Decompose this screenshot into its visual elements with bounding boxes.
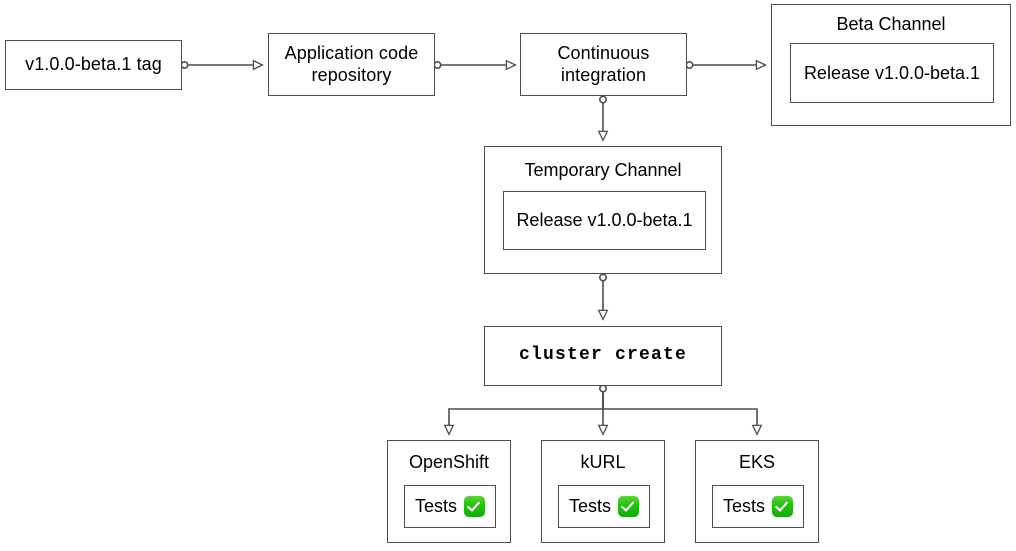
node-beta-channel-release-label: Release v1.0.0-beta.1 <box>803 62 981 83</box>
edge-ci-to-beta-channel <box>685 62 765 68</box>
node-eks-title: EKS <box>738 452 776 472</box>
node-eks-tests-label: Tests <box>722 496 765 516</box>
node-openshift-tests[interactable]: Tests <box>404 485 496 528</box>
node-temporary-channel-title: Temporary Channel <box>524 160 682 180</box>
check-mark-button-icon <box>772 496 793 517</box>
node-kurl[interactable]: kURL Tests <box>541 440 665 543</box>
node-kurl-tests-label: Tests <box>568 496 611 516</box>
eks-tests-row: Tests <box>723 496 793 517</box>
node-application-code-repository-label: Application code repository <box>284 43 419 85</box>
check-mark-button-icon <box>618 496 639 517</box>
node-openshift-tests-label: Tests <box>414 496 457 516</box>
node-eks[interactable]: EKS Tests <box>695 440 819 543</box>
check-mark-button-icon <box>464 496 485 517</box>
edge-cluster-create-to-openshift <box>449 384 607 434</box>
node-continuous-integration-label: Continuous integration <box>557 43 650 85</box>
kurl-tests-row: Tests <box>569 496 639 517</box>
edge-temporary-channel-to-cluster-create <box>600 273 606 319</box>
edge-cluster-create-to-eks <box>602 392 757 434</box>
edge-repo-to-ci <box>433 62 515 68</box>
node-openshift[interactable]: OpenShift Tests <box>387 440 511 543</box>
edge-ci-to-temporary-channel <box>600 95 606 140</box>
node-tag[interactable]: v1.0.0-beta.1 tag <box>5 40 182 90</box>
node-continuous-integration[interactable]: Continuous integration <box>520 33 687 96</box>
node-kurl-title: kURL <box>580 452 626 472</box>
node-beta-channel-title: Beta Channel <box>836 14 946 34</box>
openshift-tests-row: Tests <box>415 496 485 517</box>
node-beta-channel-release[interactable]: Release v1.0.0-beta.1 <box>790 43 994 103</box>
node-beta-channel[interactable]: Beta Channel Release v1.0.0-beta.1 <box>771 4 1011 126</box>
node-temporary-channel[interactable]: Temporary Channel Release v1.0.0-beta.1 <box>484 146 722 274</box>
node-application-code-repository[interactable]: Application code repository <box>268 33 435 96</box>
node-tag-label: v1.0.0-beta.1 tag <box>25 54 162 75</box>
node-openshift-title: OpenShift <box>408 452 490 472</box>
node-eks-tests[interactable]: Tests <box>712 485 804 528</box>
node-cluster-create[interactable]: cluster create <box>484 326 722 386</box>
edge-tag-to-repo <box>180 62 262 68</box>
node-cluster-create-label: cluster create <box>518 345 688 366</box>
node-temporary-channel-release-label: Release v1.0.0-beta.1 <box>516 210 693 230</box>
node-temporary-channel-release[interactable]: Release v1.0.0-beta.1 <box>503 191 706 250</box>
node-kurl-tests[interactable]: Tests <box>558 485 650 528</box>
